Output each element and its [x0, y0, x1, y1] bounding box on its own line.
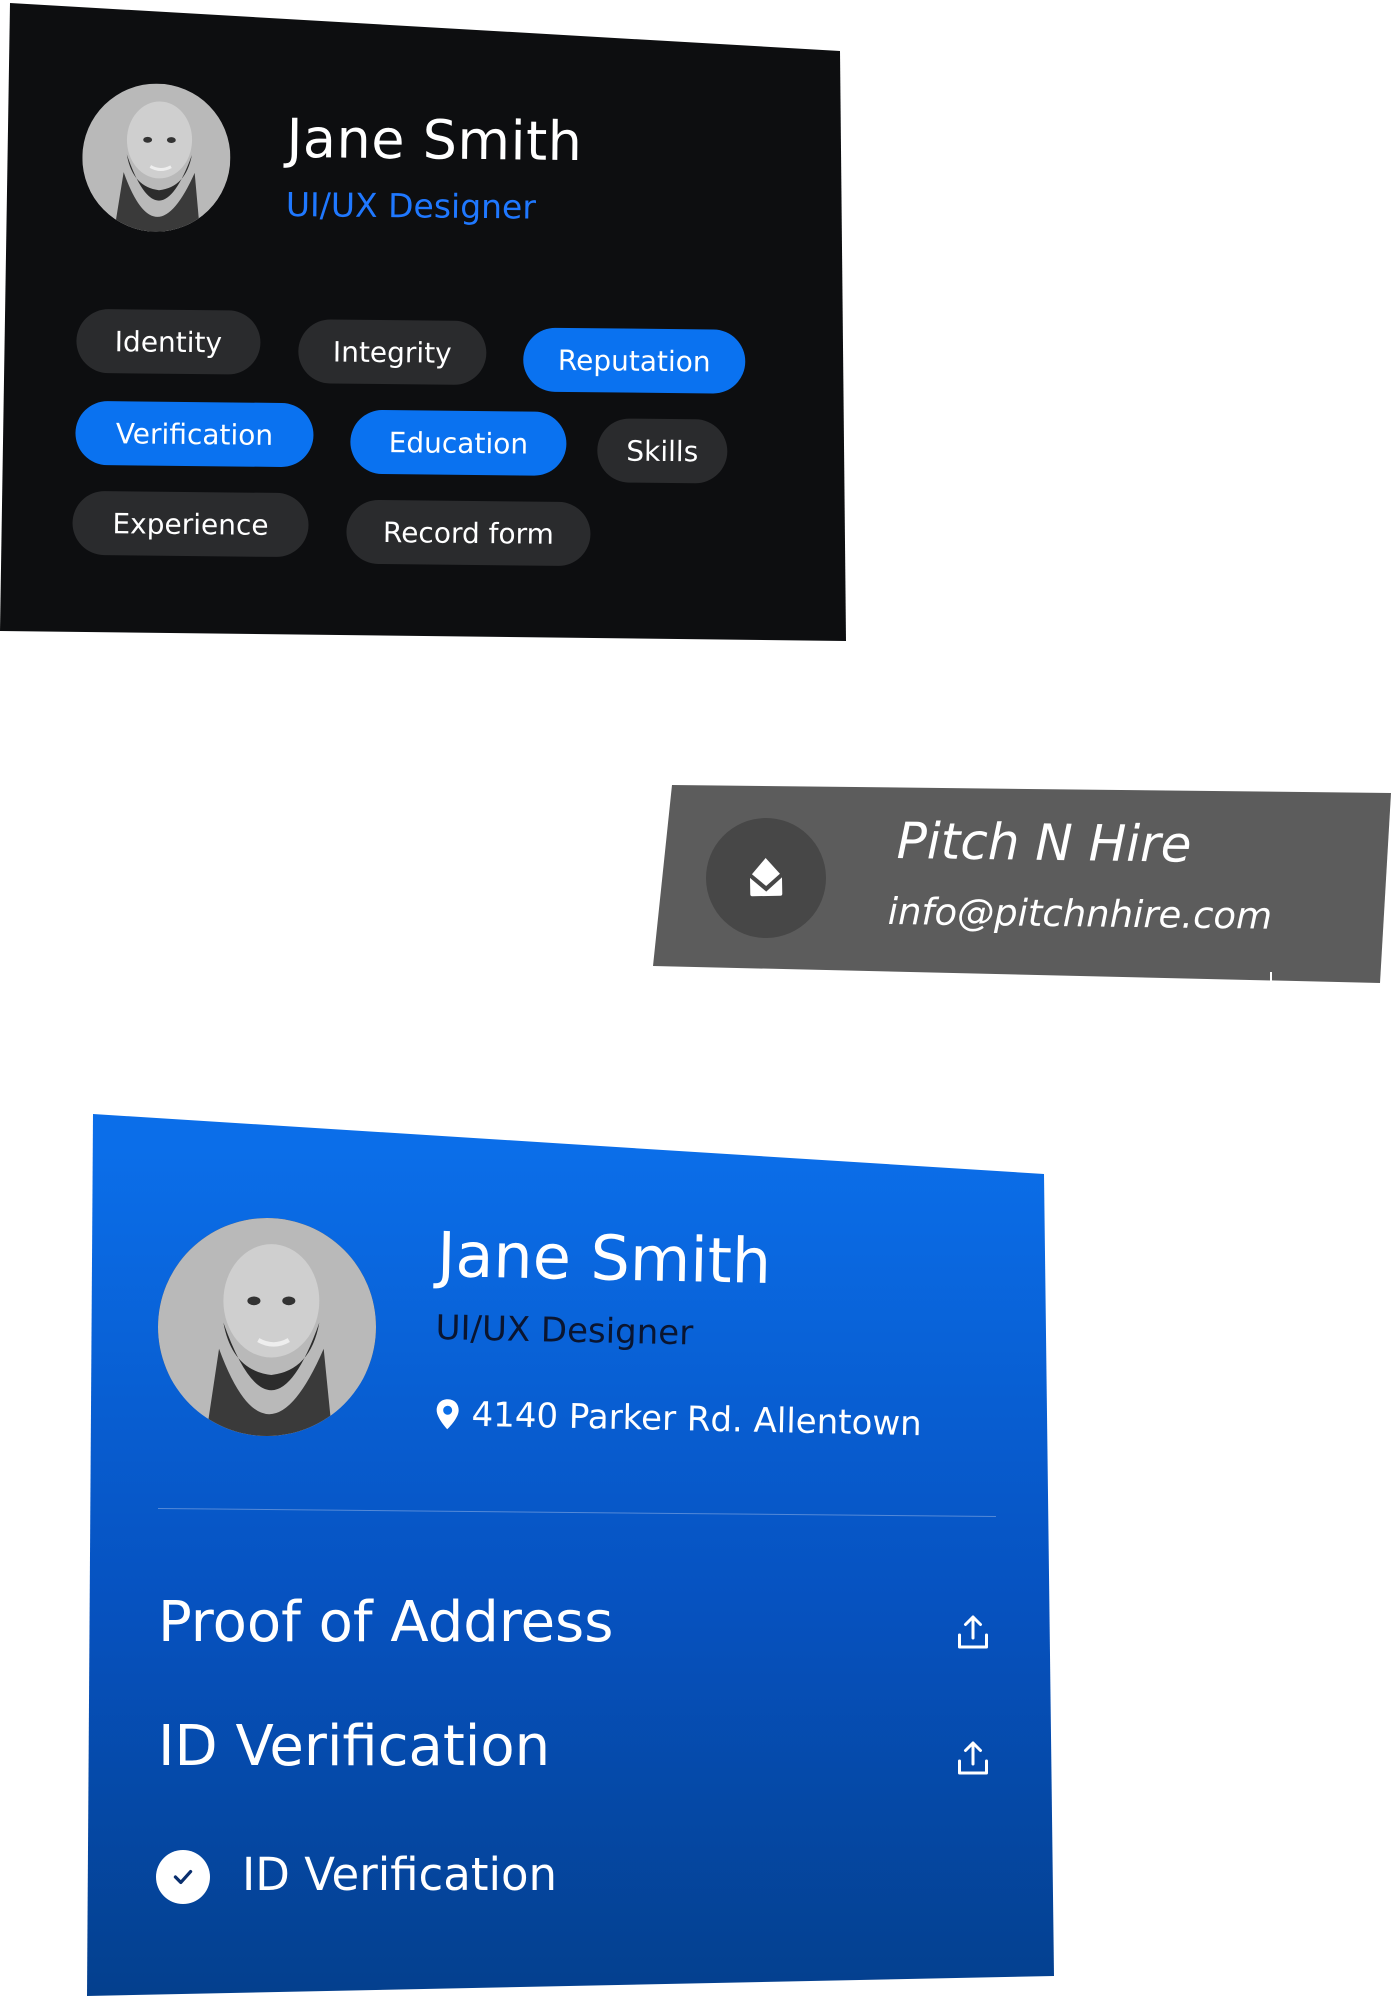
document-id-verification: ID Verification — [158, 1714, 551, 1779]
avatar — [158, 1218, 376, 1436]
map-pin-icon — [436, 1399, 459, 1430]
document-proof-of-address: Proof of Address — [158, 1590, 614, 1655]
profile-role: UI/UX Designer — [435, 1308, 694, 1354]
upload-icon — [958, 1741, 988, 1775]
address-text: 4140 Parker Rd. Allentown — [471, 1394, 923, 1445]
profile-name: Jane Smith — [436, 1218, 772, 1298]
open-envelope-icon — [749, 858, 783, 897]
upload-icon — [958, 1615, 988, 1649]
verified-id-label: ID Verification — [242, 1848, 558, 1901]
avatar — [81, 82, 232, 233]
section-divider — [157, 1508, 996, 1518]
person-photo-icon — [158, 1218, 376, 1436]
verified-status — [156, 1850, 210, 1904]
email-icon-button[interactable] — [704, 816, 828, 940]
person-photo-icon — [81, 82, 232, 233]
upload-proof-of-address-button[interactable] — [955, 1612, 991, 1656]
divider-tick — [1270, 972, 1272, 982]
profile-dark-card-content: Jane Smith UI/UX Designer Identity Integ… — [0, 0, 900, 669]
upload-id-verification-button[interactable] — [955, 1738, 991, 1782]
check-circle-icon — [173, 1869, 193, 1885]
profile-address: 4140 Parker Rd. Allentown — [435, 1394, 922, 1444]
